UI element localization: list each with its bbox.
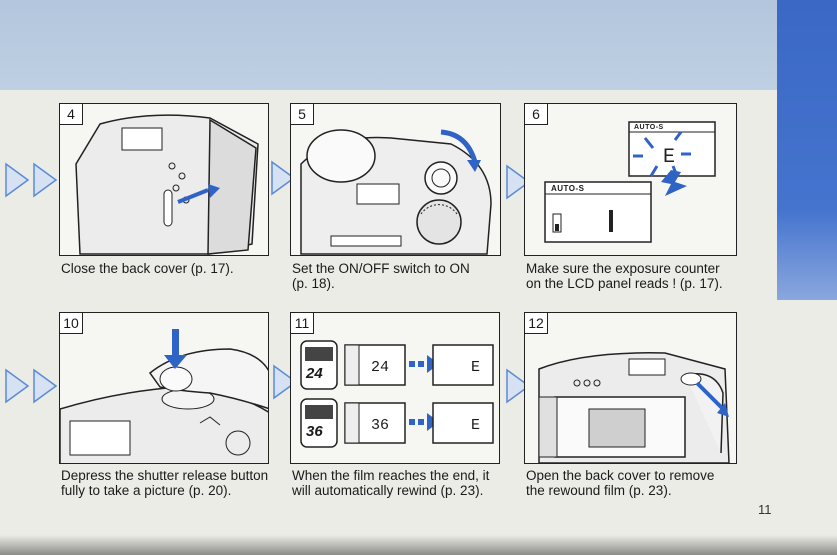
film-canister-count-24: 24 — [306, 365, 323, 382]
page-number: 11 — [758, 502, 772, 517]
step-number: 11 — [291, 313, 314, 334]
page-bottom-shadow — [0, 535, 837, 555]
step-number: 4 — [60, 104, 83, 125]
step-10-caption: Depress the shutter release button fully… — [61, 468, 269, 498]
flow-arrow-icon — [506, 164, 531, 200]
header-band — [0, 0, 777, 90]
lcd-end-indicator: E — [471, 359, 481, 376]
camera-back-open-illustration — [538, 352, 730, 463]
camera-back-closing-illustration — [75, 114, 259, 255]
lcd-panel-illustration: E — [544, 121, 716, 243]
flow-arrow-icon — [271, 160, 296, 196]
film-rewind-illustration — [300, 340, 494, 448]
flow-arrow-icon — [5, 162, 58, 198]
chapter-side-tab — [777, 0, 837, 300]
step-12-panel: 12 — [524, 312, 737, 464]
step-11-panel: 24 36 24 36 E E 11 — [290, 312, 500, 464]
shutter-press-illustration — [60, 329, 268, 463]
step-number: 10 — [60, 313, 83, 334]
step-11-caption: When the film reaches the end, it will a… — [292, 468, 490, 498]
svg-text:E: E — [663, 146, 675, 169]
flow-arrow-icon — [273, 364, 298, 400]
flow-arrow-icon — [506, 368, 531, 404]
lcd-end-indicator: E — [471, 417, 481, 434]
step-6-caption: Make sure the exposure counter on the LC… — [526, 261, 723, 291]
step-number: 6 — [525, 104, 548, 125]
step-number: 12 — [525, 313, 548, 334]
lcd-mode-label-top: AUTO-S — [634, 124, 664, 131]
film-canister-count-36: 36 — [306, 423, 323, 440]
flow-arrow-icon — [5, 368, 58, 404]
lcd-counter-36: 36 — [371, 417, 390, 434]
step-4-caption: Close the back cover (p. 17). — [61, 261, 234, 276]
step-5-panel: 5 — [290, 103, 501, 256]
step-12-caption: Open the back cover to remove the rewoun… — [526, 468, 715, 498]
step-number: 5 — [291, 104, 314, 125]
step-5-caption: Set the ON/OFF switch to ON (p. 18). — [292, 261, 470, 291]
camera-top-switch-illustration — [300, 129, 492, 255]
step-4-panel: 4 — [59, 103, 269, 256]
step-6-panel: E AUTO-S AUTO-S 6 — [524, 103, 737, 256]
step-10-panel: 10 — [59, 312, 269, 464]
lcd-counter-24: 24 — [371, 359, 390, 376]
lcd-mode-label-bottom: AUTO-S — [551, 184, 585, 193]
